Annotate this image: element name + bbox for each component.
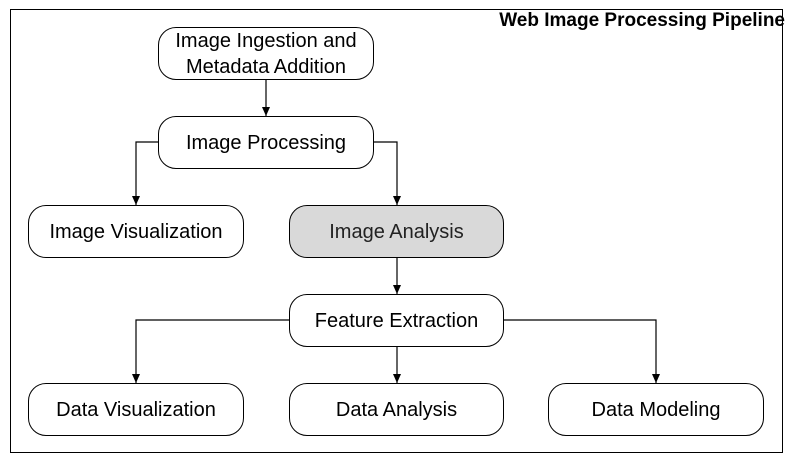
edge-processing-analysis (374, 141, 401, 205)
node-image-visualization: Image Visualization (28, 205, 244, 258)
edge-processing-visualization (132, 141, 158, 205)
node-data-visualization: Data Visualization (28, 383, 244, 436)
edge-feature-data-modeling (503, 319, 660, 383)
edge-feature-data-visualization (132, 319, 289, 383)
diagram-frame (10, 9, 783, 453)
node-image-processing: Image Processing (158, 116, 374, 169)
node-image-analysis: Image Analysis (289, 205, 504, 258)
node-data-analysis: Data Analysis (289, 383, 504, 436)
diagram-title: Web Image Processing Pipeline (499, 10, 785, 31)
node-data-modeling: Data Modeling (548, 383, 764, 436)
node-feature-extraction: Feature Extraction (289, 294, 504, 347)
node-image-ingestion: Image Ingestion and Metadata Addition (158, 27, 374, 80)
